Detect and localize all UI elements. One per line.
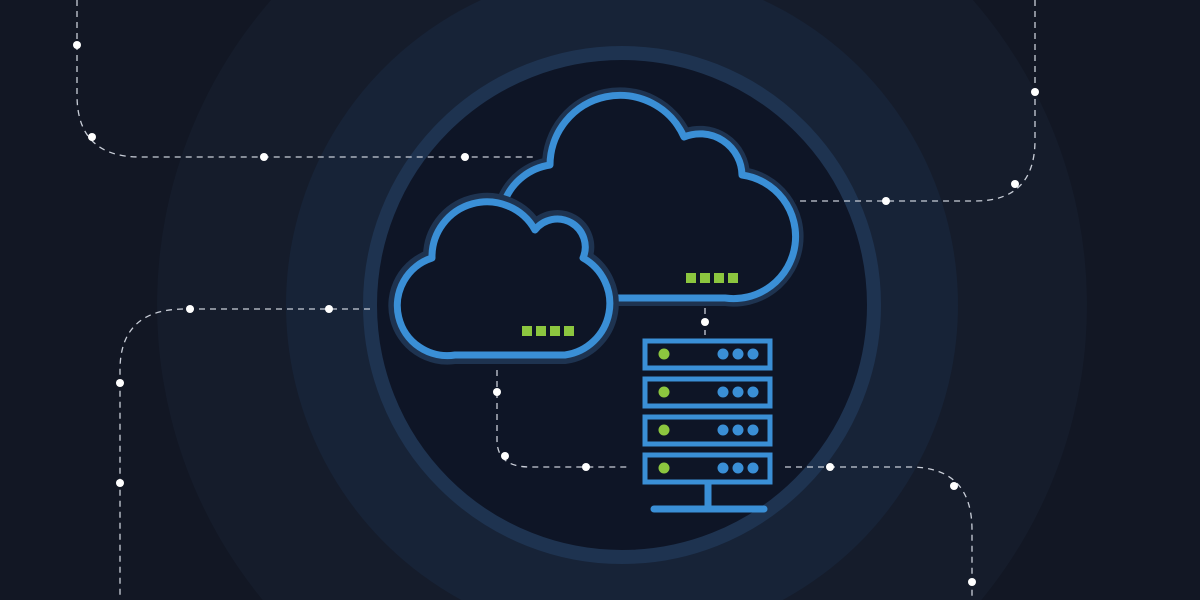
connector-line [496, 370, 630, 468]
node-dot [882, 197, 890, 205]
connector-nodes [73, 41, 1039, 586]
node-dot [1011, 180, 1019, 188]
node-dot [73, 41, 81, 49]
connector-line [785, 466, 973, 599]
node-dot [260, 153, 268, 161]
connector-line [795, 0, 1036, 202]
node-dot [186, 305, 194, 313]
node-dot [461, 153, 469, 161]
node-dot [501, 452, 509, 460]
node-dot [701, 318, 709, 326]
node-dot [826, 463, 834, 471]
node-dot [1031, 88, 1039, 96]
connector-line [76, 0, 535, 158]
node-dot [325, 305, 333, 313]
connector-lines [76, 0, 1036, 599]
node-dot [950, 482, 958, 490]
node-dot [88, 133, 96, 141]
cloud-icon [388, 192, 619, 365]
node-dot [116, 379, 124, 387]
server-rack-icon [642, 338, 773, 513]
node-dot [968, 578, 976, 586]
node-dot [116, 479, 124, 487]
node-dot [582, 463, 590, 471]
connector-line [119, 308, 370, 599]
node-dot [493, 388, 501, 396]
